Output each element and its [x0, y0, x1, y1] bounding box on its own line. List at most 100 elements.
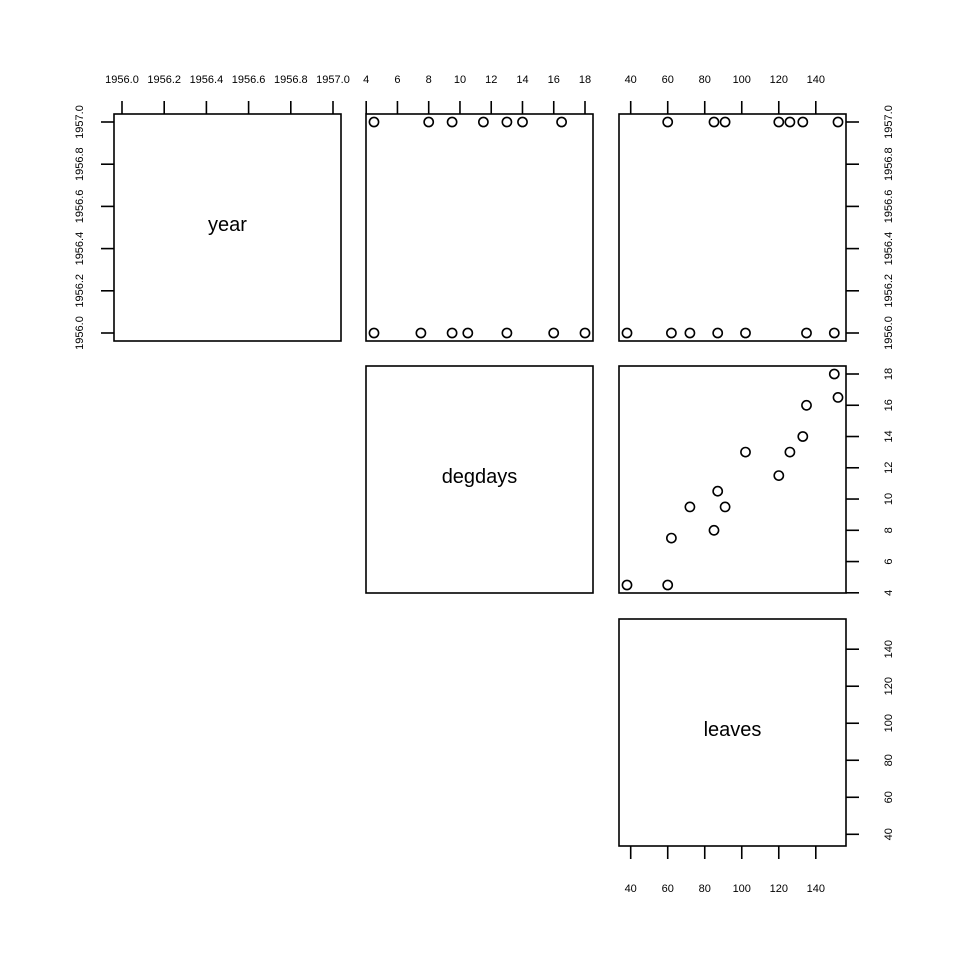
right-tick-label-degdays: 16 [883, 399, 895, 411]
top-tick-label-leaves: 140 [807, 74, 825, 86]
point-year-vs-leaves-10 [712, 327, 724, 339]
point-year-vs-degdays-5 [517, 116, 528, 128]
left-tick-label-year: 1956.4 [74, 232, 86, 266]
point-degdays-vs-leaves-13 [828, 368, 840, 380]
right-tick-label-year: 1957.0 [883, 105, 895, 139]
point-year-vs-degdays-1 [423, 116, 435, 128]
point-year-vs-degdays-7 [368, 327, 380, 339]
top-tick-label-leaves: 40 [625, 74, 637, 86]
bottom-tick-label-leaves: 100 [733, 883, 751, 895]
point-year-vs-degdays-13 [579, 327, 591, 339]
bottom-tick-label-leaves: 60 [662, 883, 674, 895]
bottom-tick-label-leaves: 80 [699, 883, 711, 895]
top-tick-label-leaves: 60 [662, 74, 674, 86]
right-tick-label-leaves: 100 [883, 714, 895, 732]
right-tick-label-leaves: 60 [883, 791, 895, 803]
left-tick-label-year: 1956.8 [74, 147, 86, 181]
variable-label-leaves: leaves [704, 719, 762, 741]
point-degdays-vs-leaves-8 [666, 532, 677, 544]
top-tick-label-year: 1956.8 [274, 74, 308, 86]
right-tick-label-degdays: 6 [883, 559, 895, 565]
variable-label-degdays: degdays [442, 466, 518, 488]
top-tick-label-year: 1956.0 [105, 74, 139, 86]
top-tick-label-degdays: 18 [579, 74, 591, 86]
point-year-vs-leaves-0 [662, 116, 674, 128]
point-year-vs-leaves-1 [708, 116, 720, 128]
right-tick-label-year: 1956.6 [883, 190, 895, 224]
bottom-tick-label-leaves: 40 [625, 883, 637, 895]
panel-frame-year-degdays [365, 113, 594, 342]
point-degdays-vs-leaves-11 [740, 446, 751, 458]
point-year-vs-leaves-11 [740, 327, 751, 339]
point-year-vs-degdays-2 [446, 116, 458, 128]
right-tick-label-leaves: 140 [883, 640, 895, 658]
right-tick-label-leaves: 40 [883, 828, 895, 840]
panel-frame-degdays-degdays [365, 365, 594, 594]
top-tick-label-degdays: 16 [548, 74, 560, 86]
point-degdays-vs-leaves-10 [712, 485, 724, 497]
left-tick-label-year: 1956.2 [74, 274, 86, 308]
point-degdays-vs-leaves-4 [784, 446, 796, 458]
point-year-vs-leaves-12 [801, 327, 812, 339]
point-degdays-vs-leaves-3 [773, 470, 785, 481]
point-year-vs-leaves-2 [719, 116, 731, 128]
right-tick-label-degdays: 12 [883, 462, 895, 474]
point-degdays-vs-leaves-7 [621, 579, 633, 591]
left-tick-label-year: 1956.0 [74, 316, 86, 350]
right-tick-label-degdays: 8 [883, 527, 895, 533]
right-tick-label-year: 1956.8 [883, 147, 895, 181]
top-tick-label-degdays: 14 [516, 74, 528, 86]
point-degdays-vs-leaves-6 [832, 391, 844, 403]
point-degdays-vs-leaves-5 [797, 431, 809, 442]
bottom-tick-label-leaves: 120 [770, 883, 788, 895]
right-tick-label-leaves: 80 [883, 754, 895, 766]
panel-frame-leaves-leaves [618, 618, 847, 847]
point-year-vs-degdays-10 [462, 327, 474, 339]
point-degdays-vs-leaves-0 [662, 579, 674, 591]
panel-frame-year-leaves [618, 113, 847, 342]
top-tick-label-degdays: 8 [426, 74, 432, 86]
top-tick-label-degdays: 4 [363, 74, 369, 86]
point-year-vs-degdays-12 [548, 327, 560, 339]
point-year-vs-degdays-0 [368, 116, 380, 128]
panel-frame-degdays-leaves [618, 365, 847, 594]
point-year-vs-leaves-6 [832, 116, 844, 128]
point-degdays-vs-leaves-1 [708, 524, 720, 536]
left-tick-label-year: 1957.0 [74, 105, 86, 139]
point-year-vs-degdays-11 [501, 327, 513, 339]
right-tick-label-degdays: 10 [883, 493, 895, 505]
top-tick-label-leaves: 120 [770, 74, 788, 86]
top-tick-label-degdays: 12 [485, 74, 497, 86]
right-tick-label-year: 1956.4 [883, 232, 895, 266]
top-tick-label-year: 1956.6 [232, 74, 266, 86]
point-degdays-vs-leaves-9 [684, 501, 696, 513]
point-year-vs-leaves-13 [828, 327, 840, 339]
top-tick-label-year: 1957.0 [316, 74, 350, 86]
point-year-vs-degdays-9 [446, 327, 458, 339]
right-tick-label-degdays: 18 [883, 368, 895, 380]
point-year-vs-leaves-9 [684, 327, 696, 339]
point-degdays-vs-leaves-2 [719, 501, 731, 513]
top-tick-label-year: 1956.4 [190, 74, 224, 86]
point-year-vs-degdays-6 [556, 116, 567, 128]
top-tick-label-year: 1956.2 [147, 74, 181, 86]
variable-label-year: year [208, 214, 247, 236]
point-year-vs-degdays-4 [501, 116, 513, 128]
panel-frame-year-year [113, 113, 342, 342]
right-tick-label-degdays: 4 [883, 590, 895, 596]
point-year-vs-leaves-3 [773, 116, 785, 128]
point-year-vs-leaves-4 [784, 116, 796, 128]
point-year-vs-leaves-8 [666, 327, 677, 339]
right-tick-label-degdays: 14 [883, 430, 895, 442]
top-tick-label-leaves: 100 [733, 74, 751, 86]
top-tick-label-degdays: 6 [394, 74, 400, 86]
point-year-vs-leaves-7 [621, 327, 633, 339]
point-year-vs-degdays-8 [415, 327, 427, 339]
right-tick-label-year: 1956.2 [883, 274, 895, 308]
right-tick-label-year: 1956.0 [883, 316, 895, 350]
point-year-vs-degdays-3 [477, 116, 489, 128]
top-tick-label-degdays: 10 [454, 74, 466, 86]
right-tick-label-leaves: 120 [883, 677, 895, 695]
bottom-tick-label-leaves: 140 [807, 883, 825, 895]
